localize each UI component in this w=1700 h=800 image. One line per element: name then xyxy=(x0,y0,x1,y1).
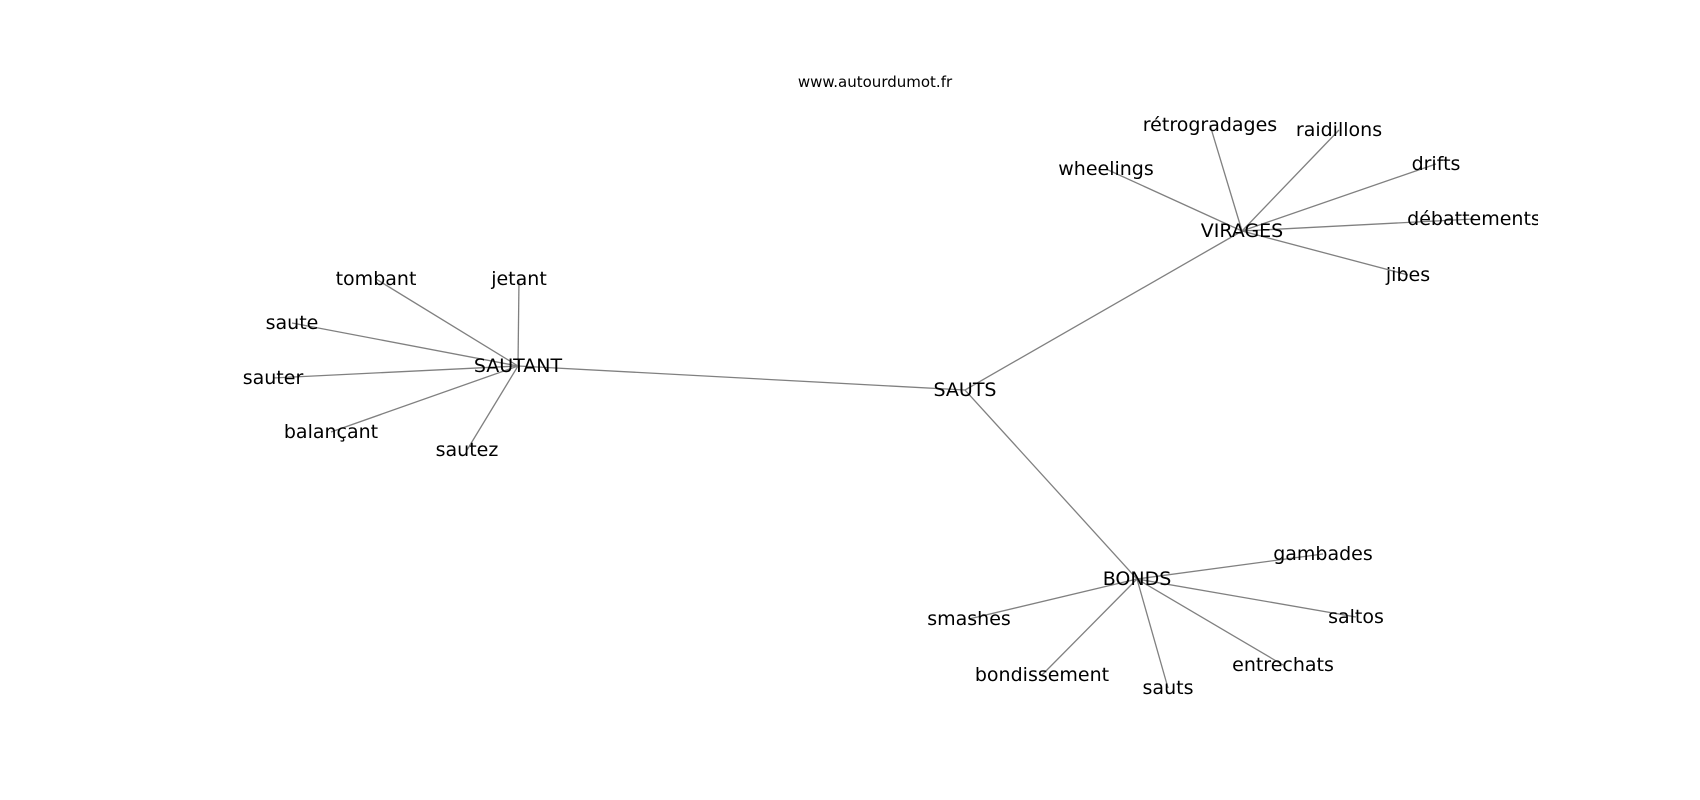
node-sauter: sauter xyxy=(243,367,304,389)
edge-sautant-tombant xyxy=(375,278,519,367)
node-drifts: drifts xyxy=(1412,153,1461,175)
edge-bonds-sauts_leaf xyxy=(1136,578,1169,689)
edge-virages-wheelings xyxy=(1105,168,1243,232)
nodes-layer: SAUTS SAUTANT VIRAGES BONDS tombant jetant sau… xyxy=(243,114,1541,699)
edge-bonds-entrechats xyxy=(1136,578,1284,666)
node-bondissement: bondissement xyxy=(975,664,1109,686)
node-saltos: saltos xyxy=(1328,606,1384,628)
node-virages: VIRAGES xyxy=(1201,220,1284,242)
edge-virages-drifts xyxy=(1241,163,1437,232)
edge-sautant-sautez xyxy=(466,365,519,451)
edge-bonds-bondissement xyxy=(1041,578,1138,676)
node-entrechats: entrechats xyxy=(1232,654,1334,676)
edge-sautant-sauter xyxy=(272,365,519,379)
edges-layer xyxy=(272,124,1475,689)
node-smashes: smashes xyxy=(927,608,1011,630)
edge-bonds-gambades xyxy=(1136,553,1324,580)
node-debattements: débattements xyxy=(1407,208,1541,230)
edge-sautant-saute xyxy=(291,322,519,367)
node-saute: saute xyxy=(266,312,319,334)
edge-bonds-saltos xyxy=(1136,578,1357,618)
edge-sautant-balancant xyxy=(330,365,519,433)
edge-bonds-smashes xyxy=(968,578,1138,620)
node-wheelings: wheelings xyxy=(1058,158,1154,180)
node-raidillons: raidillons xyxy=(1296,119,1382,141)
node-bonds: BONDS xyxy=(1103,568,1172,590)
node-gambades: gambades xyxy=(1273,543,1373,565)
node-jetant: jetant xyxy=(490,268,547,290)
edge-sauts_hub-virages xyxy=(964,230,1243,391)
edge-virages-retrogradages xyxy=(1209,124,1243,232)
node-sauts_leaf: sauts xyxy=(1143,677,1194,699)
node-retrogradages: rétrogradages xyxy=(1143,114,1277,136)
source-label: www.autourdumot.fr xyxy=(798,73,953,91)
edge-virages-raidillons xyxy=(1241,129,1340,232)
node-tombant: tombant xyxy=(336,268,417,290)
edge-sauts_hub-bonds xyxy=(964,389,1138,580)
edge-virages-jibes xyxy=(1241,230,1409,276)
edge-sautant-jetant xyxy=(517,278,520,367)
node-balancant: balançant xyxy=(284,421,378,443)
node-sautez: sautez xyxy=(436,439,499,461)
node-sauts_hub: SAUTS xyxy=(934,379,997,401)
node-jibes: jibes xyxy=(1385,264,1430,286)
node-sautant: SAUTANT xyxy=(474,355,563,377)
edge-virages-debattements xyxy=(1241,218,1475,232)
edge-sauts_hub-sautant xyxy=(517,365,966,391)
